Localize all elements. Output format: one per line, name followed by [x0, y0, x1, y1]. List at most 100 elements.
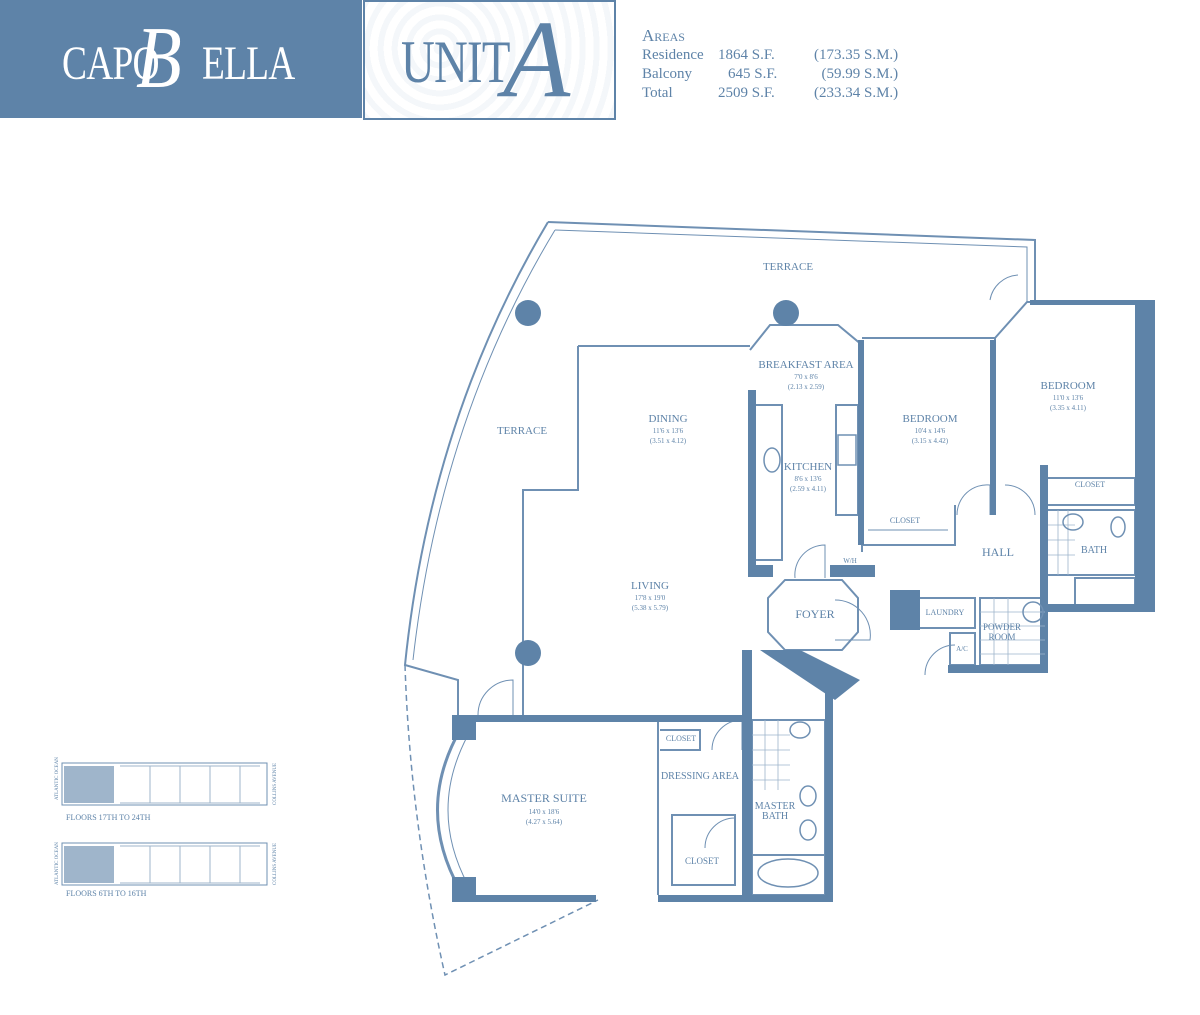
room-label-breakfast: BREAKFAST AREA [758, 359, 853, 371]
room-label-closet-bed2: CLOSET [890, 516, 920, 525]
room-dim-bedroom-3-ft: 11'0 x 13'6 [1053, 394, 1084, 402]
room-label-bedroom-3: BEDROOM [1040, 380, 1095, 392]
keyplan-upper: FLOORS 17TH TO 24TH ATLANTIC OCEAN COLLI… [55, 757, 278, 822]
closet-master [671, 814, 736, 886]
door-swing [1004, 484, 1036, 516]
wall [858, 340, 864, 545]
kitchen-counter-left [754, 404, 783, 561]
room-label-kitchen: KITCHEN [784, 461, 832, 473]
room-label-living: LIVING [631, 580, 669, 592]
area-sf: 2509 S.F. [718, 85, 775, 101]
unit-word: UNIT [401, 29, 510, 95]
room-label-closet-bed3: CLOSET [1075, 480, 1105, 489]
terrace-outline-curve [403, 221, 549, 720]
column [515, 300, 541, 326]
keyplan-highlight [64, 766, 114, 803]
unit-letter: A [503, 0, 571, 120]
room-label-master-suite: MASTER SUITE [501, 791, 587, 805]
room-label-closet-dressing: CLOSET [666, 734, 696, 743]
area-sm: (173.35 S.M.) [814, 47, 899, 63]
table-row: Balcony 645 S.F. (59.99 S.M.) [642, 65, 898, 84]
tile-lines [752, 720, 790, 790]
keyplan-right-label: COLLINS AVENUE [273, 763, 278, 805]
bathtub [1074, 577, 1136, 609]
wall [825, 690, 833, 900]
wall [748, 390, 756, 570]
wall [452, 715, 742, 722]
keyplan-left-label: ATLANTIC OCEAN [55, 757, 60, 800]
keyplan-caption: FLOORS 6TH TO 16TH [66, 889, 147, 898]
brand-logo-part-2: ELLA [202, 37, 295, 90]
room-dim-breakfast-m: (2.13 x 2.59) [788, 383, 825, 391]
wall [830, 565, 875, 577]
room-label-dressing: DRESSING AREA [661, 771, 740, 782]
door-swing [924, 644, 956, 676]
cooktop [837, 434, 857, 466]
room-label-dining: DINING [648, 413, 687, 425]
door-swing [794, 544, 826, 579]
sink [1062, 513, 1084, 531]
column [515, 640, 541, 666]
room-dim-living-m: (5.38 x 5.79) [632, 604, 669, 612]
room-label-bath: BATH [1081, 545, 1107, 556]
fixtures [757, 434, 1126, 888]
bathtub [757, 858, 819, 888]
room-label-foyer: FOYER [795, 607, 834, 621]
room-label-ac: A/C [956, 645, 968, 653]
keyplan-highlight [64, 846, 114, 883]
room-label-bedroom-2: BEDROOM [902, 413, 957, 425]
foyer-walls [767, 579, 859, 651]
terrace-outline-top [547, 221, 1036, 302]
room-label-wh: W/H [843, 557, 857, 565]
door-swing [477, 679, 514, 716]
room-dim-dining-ft: 11'6 x 13'6 [653, 427, 684, 435]
room-dim-master-m: (4.27 x 5.64) [526, 818, 563, 826]
tile-grid [752, 510, 1075, 790]
door-swing [956, 484, 991, 516]
room-label-powder-1: POWDER [983, 622, 1021, 632]
dressing-walls [657, 720, 701, 895]
keyplan-lines [120, 845, 260, 884]
bedroom-3-walls [994, 301, 1135, 339]
table-row: Residence 1864 S.F. (173.35 S.M.) [642, 46, 898, 65]
kitchen-counter-right [835, 404, 859, 516]
door-swing [711, 719, 743, 751]
brand-logo-initial: B [136, 10, 182, 107]
area-sf: 1864 S.F. [718, 47, 775, 63]
sink [799, 819, 817, 841]
wall [1135, 300, 1155, 612]
room-label-closet-master: CLOSET [685, 856, 720, 866]
toilet [1110, 516, 1126, 538]
room-label-terrace-left: TERRACE [497, 425, 547, 437]
room-dim-kitchen-m: (2.59 x 4.11) [790, 485, 827, 493]
tile-lines [1048, 510, 1075, 575]
room-dim-bedroom-2-ft: 10'4 x 14'6 [915, 427, 946, 435]
room-label-laundry: LAUNDRY [926, 608, 965, 617]
wall [1040, 465, 1048, 665]
glass-line [522, 345, 750, 715]
room-dim-bedroom-3-m: (3.35 x 4.11) [1050, 404, 1087, 412]
bath-walls [1044, 509, 1136, 576]
wall [452, 877, 476, 902]
room-dim-master-ft: 14'0 x 18'6 [529, 808, 560, 816]
kitchen-sink [763, 447, 781, 473]
master-curve-wall [436, 729, 462, 891]
terrace-rail-curve [412, 229, 556, 661]
balcony-dashed [404, 664, 599, 977]
keyplan-right-label: COLLINS AVENUE [273, 843, 278, 885]
area-label: Residence [642, 47, 704, 63]
room-label-master-bath-1: MASTER [755, 801, 796, 812]
areas-title: Areas [642, 26, 685, 45]
tile-lines [980, 598, 1045, 665]
room-label-terrace-top: TERRACE [763, 261, 813, 273]
toilet [1022, 601, 1044, 623]
room-dim-kitchen-ft: 8'6 x 13'6 [794, 475, 822, 483]
door-swing [704, 817, 736, 849]
keyplan-caption: FLOORS 17TH TO 24TH [66, 813, 151, 822]
door-swing [989, 274, 1019, 301]
toilet [789, 721, 811, 739]
unit-title-box: UNIT A [363, 0, 616, 120]
wall [890, 590, 920, 630]
wall [742, 650, 752, 900]
area-label: Balcony [642, 66, 692, 82]
